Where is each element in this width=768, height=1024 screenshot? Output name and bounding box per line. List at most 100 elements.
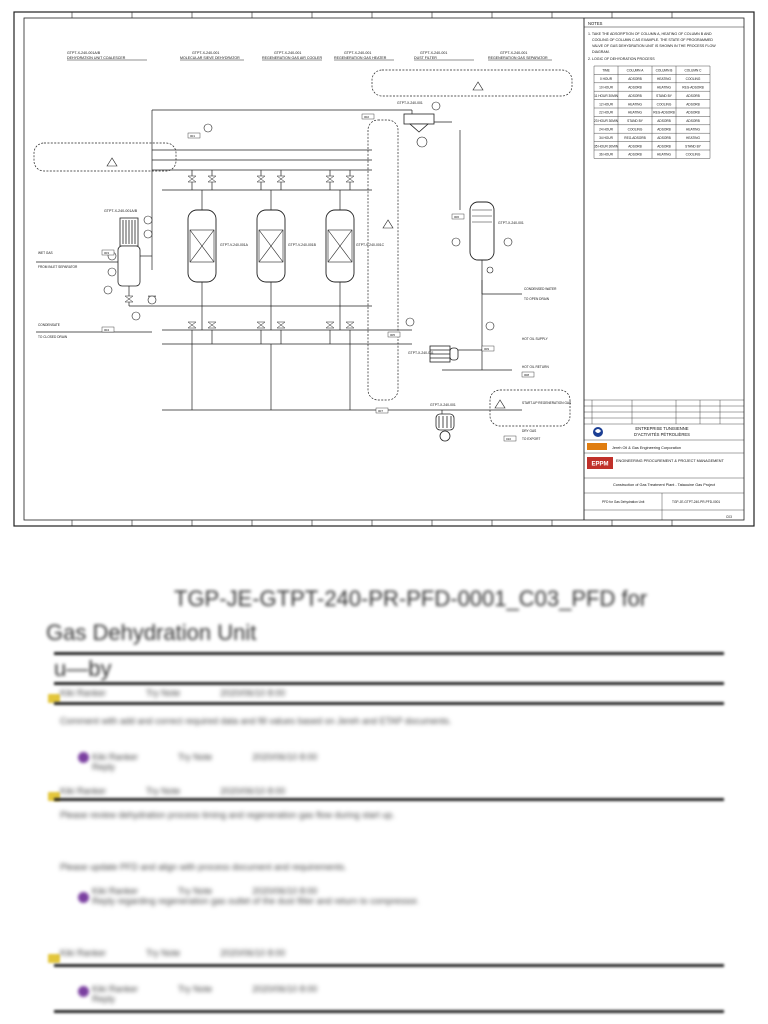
- stream-tag: 010: [506, 437, 511, 441]
- document-subtitle: u—by: [54, 656, 112, 681]
- equip-label: GTPT-X-240-001: [420, 51, 447, 55]
- offpage-label: TO CLOSED DRAIN: [38, 335, 68, 339]
- dust-filter-tag: GTPT-X-240-001: [430, 403, 456, 407]
- equip-desc: DEHYDRATION UNIT COALESCER: [67, 56, 126, 60]
- table-cell: STAND BY: [627, 119, 644, 123]
- table-cell: ADSORB: [657, 136, 670, 140]
- equip-label: GTPT-X-240-001: [192, 51, 219, 55]
- heater-tag: GTPT-X-240-001: [408, 351, 434, 355]
- drawing-title: PFD for Gas Dehydration Unit: [602, 500, 644, 504]
- client-line1: ENTREPRISE TUNISIENNE: [635, 426, 688, 431]
- stream-tag: 006: [454, 215, 459, 219]
- table-cell: HEATING: [657, 77, 671, 81]
- offpage-label: START-UP REGENERATION GAS: [522, 401, 571, 405]
- equip-desc: REGENERATION GAS SEPARATOR: [488, 56, 548, 60]
- table-cell: 36 HOUR: [599, 153, 614, 157]
- table-cell: HEATING: [657, 153, 671, 157]
- equip-desc: MOLECULAR SIEVE DEHYDRATOR: [180, 56, 240, 60]
- table-cell: 0 HOUR: [600, 77, 613, 81]
- table-cell: 22 HOUR: [599, 111, 614, 115]
- offpage-label: WET GAS: [38, 251, 53, 255]
- table-cell: HEATING: [628, 102, 642, 106]
- table-cell: COOLING: [686, 153, 701, 157]
- table-header-cell: COLUMN A: [627, 69, 645, 73]
- eppm-logo-text: EPPM: [591, 462, 608, 468]
- pfd-drawing: GTPT-X-240-001A/B DEHYDRATION UNIT COALE…: [13, 11, 755, 527]
- table-cell: STAND BY: [685, 144, 702, 148]
- divider: [54, 702, 724, 705]
- coalescer-tag: GTPT-X-240-001A/B: [104, 209, 138, 213]
- table-cell: REG-ADSORB: [682, 86, 703, 90]
- reply-icon[interactable]: [78, 986, 89, 997]
- eppm-name: ENGINEERING PROCUREMENT & PROJECT MANAGE…: [616, 459, 725, 463]
- table-cell: ADSORB: [628, 86, 641, 90]
- equip-desc: REGENERATION GAS AIR COOLER: [262, 56, 322, 60]
- document-title-line1: TGP-JE-GTPT-240-PR-PFD-0001_C03_PFD for: [174, 586, 648, 611]
- table-cell: 34 HOUR: [599, 136, 614, 140]
- table-header-cell: COLUMN C: [684, 69, 702, 73]
- table-cell: ADSORB: [686, 119, 699, 123]
- air-cooler-tag: GTPT-X-240-001: [397, 101, 423, 105]
- notes-line: VALVE OF GAS DEHYDRATION UNIT IS SHOWN I…: [592, 44, 716, 48]
- table-cell: 12 HOUR: [599, 102, 614, 106]
- equip-desc: REGENERATION GAS HEATER: [334, 56, 387, 60]
- offpage-label: DRY GAS: [522, 429, 536, 433]
- divider: [54, 682, 724, 685]
- stream-tag: 002: [364, 115, 369, 119]
- table-cell: 35 HOUR 30MIN: [594, 144, 619, 148]
- table-cell: HEATING: [686, 128, 700, 132]
- divider: [54, 652, 724, 655]
- notes-heading: NOTES: [588, 21, 603, 26]
- comment-body: Comment with add and correct required da…: [60, 716, 452, 726]
- offpage-label: CONDENSED WATER: [524, 287, 557, 291]
- stream-tag: 005: [390, 333, 395, 337]
- offpage-label: FROM INLET SEPARATOR: [38, 265, 78, 269]
- table-cell: ADSORB: [628, 144, 641, 148]
- table-cell: HEATING: [657, 86, 671, 90]
- reply-icon[interactable]: [78, 752, 89, 763]
- table-cell: ADSORB: [686, 102, 699, 106]
- offpage-label: HOT OIL SUPPLY: [522, 337, 549, 341]
- table-cell: 10 HOUR: [599, 86, 614, 90]
- drawing-number: TGP-JE-GTPT-240-PR-PFD-0001: [672, 500, 720, 504]
- offpage-label: TO OPEN DRAIN: [524, 297, 550, 301]
- vessel-label-c: GTPT-V-240-001C: [356, 243, 385, 247]
- sticky-note-icon[interactable]: [48, 694, 60, 703]
- document-title: TGP-JE-GTPT-240-PR-PFD-0001_C03_PFD for …: [46, 582, 736, 650]
- stream-tag: 009: [484, 347, 489, 351]
- notes-line: DIAGRAM.: [592, 50, 610, 54]
- table-cell: HEATING: [686, 136, 700, 140]
- table-cell: REG-ADSORB: [653, 111, 674, 115]
- equip-desc: DUST FILTER: [414, 56, 437, 60]
- contractor-name: Jereh Oil & Gas Engineering Corporation: [612, 446, 681, 450]
- notes-line: COOLING OF COLUMN C AS EXAMPLE. THE STAT…: [592, 38, 713, 42]
- client-line2: D'ACTIVITÉS PÉTROLIÈRES: [634, 432, 690, 437]
- stream-tag: 007: [378, 409, 383, 413]
- offpage-label: CONDENSATE: [38, 323, 60, 327]
- table-cell: ADSORB: [657, 119, 670, 123]
- offpage-label: TO EXPORT: [522, 437, 540, 441]
- divider: [54, 1010, 724, 1013]
- vessel-label-a: GTPT-V-240-001A: [220, 243, 249, 247]
- sticky-note-icon[interactable]: [48, 792, 60, 801]
- equip-label: GTPT-X-240-001: [500, 51, 527, 55]
- table-cell: ADSORB: [657, 144, 670, 148]
- revision: C03: [726, 515, 732, 519]
- table-cell: ADSORB: [686, 111, 699, 115]
- sticky-note-icon[interactable]: [48, 954, 60, 963]
- notes-line: 2. LOGIC OF DEHYDRATION PROCESS: [588, 57, 655, 61]
- equip-label: GTPT-X-240-001A/B: [67, 51, 101, 55]
- table-cell: ADSORB: [628, 77, 641, 81]
- comment-body: Please update PFD and align with process…: [60, 862, 347, 872]
- divider: [54, 964, 724, 967]
- equip-label: GTPT-X-240-001: [344, 51, 371, 55]
- reply-icon[interactable]: [78, 892, 89, 903]
- comment-body: Please review dehydration process timing…: [60, 810, 395, 820]
